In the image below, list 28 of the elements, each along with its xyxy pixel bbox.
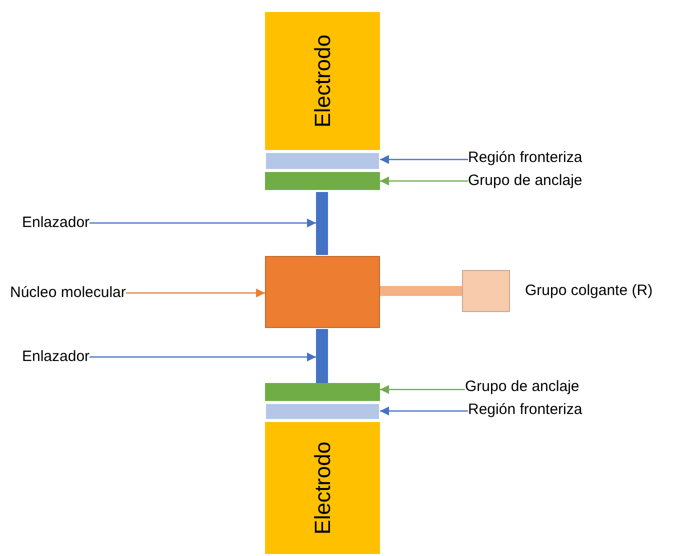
part-label: Enlazador	[22, 348, 90, 366]
linker-bar	[316, 329, 328, 383]
boundary-region-bar	[265, 403, 380, 420]
anchor-group-bar	[265, 172, 380, 190]
leader-arrow	[380, 154, 468, 164]
electrode-label: Electrodo	[310, 34, 336, 128]
leader-arrow	[380, 176, 468, 186]
leader-arrow	[90, 352, 316, 362]
electrode-block	[265, 12, 380, 150]
leader-arrow	[380, 406, 468, 416]
part-label: Enlazador	[22, 214, 90, 232]
part-label: Región fronteriza	[468, 401, 582, 419]
part-label: Grupo de anclaje	[465, 378, 580, 396]
part-label: Núcleo molecular	[10, 284, 126, 302]
electrode-block	[265, 422, 380, 554]
connector-bar	[380, 286, 462, 296]
linker-bar	[316, 192, 328, 255]
molecular-core-block	[265, 256, 380, 328]
part-label: Grupo de anclaje	[468, 172, 582, 190]
leader-arrow	[380, 384, 465, 394]
anchor-group-bar	[265, 383, 380, 401]
part-label: Grupo colgante (R)	[525, 282, 653, 300]
boundary-region-bar	[265, 152, 380, 170]
leader-arrow	[126, 288, 265, 298]
electrode-label: Electrodo	[310, 442, 336, 534]
pendant-group-block	[462, 270, 510, 312]
leader-arrow	[90, 218, 316, 228]
part-label: Región fronteriza	[468, 149, 582, 167]
